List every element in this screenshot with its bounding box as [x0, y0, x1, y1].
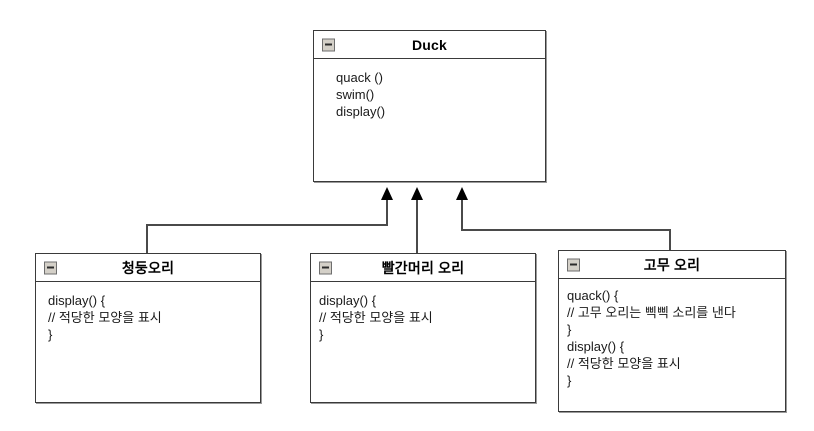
- class-member: }: [48, 327, 53, 342]
- connector-mallard-vertical-lower: [146, 224, 148, 254]
- class-member: swim(): [336, 87, 375, 102]
- connector-rubber-vertical-upper: [461, 198, 463, 231]
- class-member: display() {: [319, 293, 377, 308]
- minus-box-icon[interactable]: [322, 38, 335, 51]
- minus-box-icon[interactable]: [319, 261, 332, 274]
- class-name-redhead: 빨간머리 오리: [381, 259, 465, 276]
- class-member: display() {: [567, 339, 625, 354]
- class-member: // 적당한 모양을 표시: [48, 310, 162, 325]
- class-members-redhead: display() { // 적당한 모양을 표시 }: [311, 282, 535, 343]
- class-members-rubber: quack() { // 고무 오리는 삑삑 소리를 낸다 } display(…: [559, 279, 785, 389]
- connector-redhead-vertical: [416, 198, 418, 254]
- class-box-duck[interactable]: Duck quack () swim() display(): [313, 30, 546, 182]
- inheritance-arrowhead-rubber: [456, 187, 468, 200]
- class-header-duck: Duck: [314, 31, 545, 59]
- class-member: // 고무 오리는 삑삑 소리를 낸다: [567, 305, 736, 320]
- connector-rubber-horizontal: [461, 229, 671, 231]
- class-members-duck: quack () swim() display(): [314, 59, 545, 120]
- class-header-mallard: 청둥오리: [36, 254, 260, 282]
- class-name-rubber: 고무 오리: [643, 256, 701, 273]
- class-header-rubber: 고무 오리: [559, 251, 785, 279]
- class-name-duck: Duck: [411, 36, 448, 53]
- minus-box-icon[interactable]: [44, 261, 57, 274]
- class-member: display(): [336, 104, 386, 119]
- class-name-mallard: 청둥오리: [121, 259, 175, 276]
- class-member: // 적당한 모양을 표시: [567, 356, 681, 371]
- connector-mallard-vertical-upper: [386, 198, 388, 226]
- class-member: }: [567, 322, 572, 337]
- inheritance-arrowhead-mallard: [381, 187, 393, 200]
- class-member: // 적당한 모양을 표시: [319, 310, 433, 325]
- class-member: }: [319, 327, 324, 342]
- class-box-redhead[interactable]: 빨간머리 오리 display() { // 적당한 모양을 표시 }: [310, 253, 536, 403]
- class-box-rubber[interactable]: 고무 오리 quack() { // 고무 오리는 삑삑 소리를 낸다 } di…: [558, 250, 786, 412]
- connector-rubber-vertical-lower: [669, 229, 671, 252]
- class-header-redhead: 빨간머리 오리: [311, 254, 535, 282]
- class-member: quack (): [336, 70, 383, 85]
- class-member: }: [567, 373, 572, 388]
- minus-box-icon[interactable]: [567, 258, 580, 271]
- class-member: quack() {: [567, 288, 619, 303]
- class-box-mallard[interactable]: 청둥오리 display() { // 적당한 모양을 표시 }: [35, 253, 261, 403]
- class-members-mallard: display() { // 적당한 모양을 표시 }: [36, 282, 260, 343]
- class-member: display() {: [48, 293, 106, 308]
- inheritance-arrowhead-redhead: [411, 187, 423, 200]
- connector-mallard-horizontal: [146, 224, 388, 226]
